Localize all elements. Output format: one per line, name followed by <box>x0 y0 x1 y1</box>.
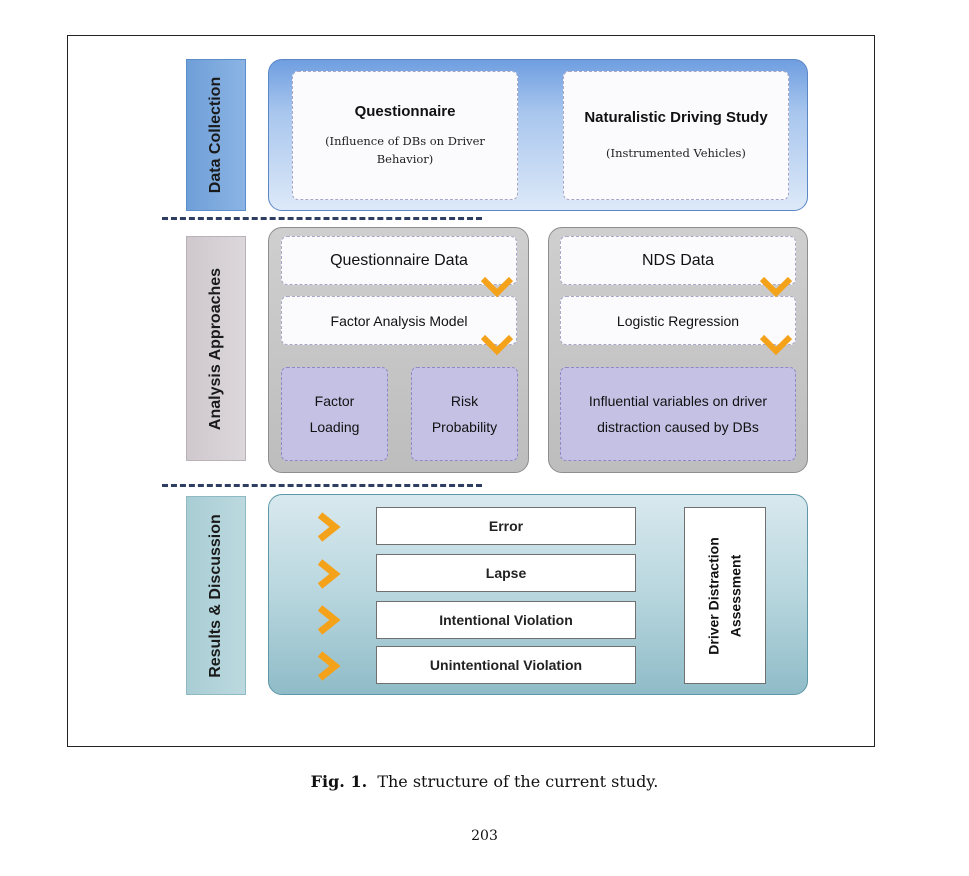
chevron-down-icon <box>759 334 793 356</box>
nds-box: Naturalistic Driving Study (Instrumented… <box>563 71 789 200</box>
factor-loading-box: Factor Loading <box>281 367 388 461</box>
result-item-lapse: Lapse <box>376 554 636 592</box>
chevron-right-icon <box>317 651 341 681</box>
driver-distraction-assessment-box: Driver Distraction Assessment <box>684 507 766 684</box>
result-item-unintentional-violation: Unintentional Violation <box>376 646 636 684</box>
figure-caption: Fig. 1. The structure of the current stu… <box>0 772 969 791</box>
questionnaire-title: Questionnaire <box>354 103 456 120</box>
page-number: 203 <box>471 828 498 844</box>
section-label-analysis-approaches: Analysis Approaches <box>186 236 246 461</box>
section-divider <box>162 484 482 487</box>
chevron-right-icon <box>317 605 341 635</box>
chevron-down-icon <box>480 276 514 298</box>
chevron-down-icon <box>480 334 514 356</box>
section-divider <box>162 217 482 220</box>
caption-label: Fig. 1. <box>310 772 368 791</box>
chevron-down-icon <box>759 276 793 298</box>
influential-variables-box: Influential variables on driver distract… <box>560 367 796 461</box>
section-label-data-collection: Data Collection <box>186 59 246 211</box>
chevron-right-icon <box>317 559 341 589</box>
questionnaire-data-box: Questionnaire Data <box>281 236 517 285</box>
factor-analysis-model-box: Factor Analysis Model <box>281 296 517 345</box>
nds-title: Naturalistic Driving Study <box>584 109 768 126</box>
figure-frame <box>67 35 875 747</box>
result-item-error: Error <box>376 507 636 545</box>
section-label-results-discussion: Results & Discussion <box>186 496 246 695</box>
result-item-intentional-violation: Intentional Violation <box>376 601 636 639</box>
risk-probability-box: Risk Probability <box>411 367 518 461</box>
logistic-regression-box: Logistic Regression <box>560 296 796 345</box>
nds-data-box: NDS Data <box>560 236 796 285</box>
chevron-right-icon <box>317 512 341 542</box>
questionnaire-box: Questionnaire (Influence of DBs on Drive… <box>292 71 518 200</box>
caption-text: The structure of the current study. <box>377 772 659 791</box>
questionnaire-subtitle: (Influence of DBs on Driver Behavior) <box>325 134 485 166</box>
nds-subtitle: (Instrumented Vehicles) <box>606 146 746 160</box>
